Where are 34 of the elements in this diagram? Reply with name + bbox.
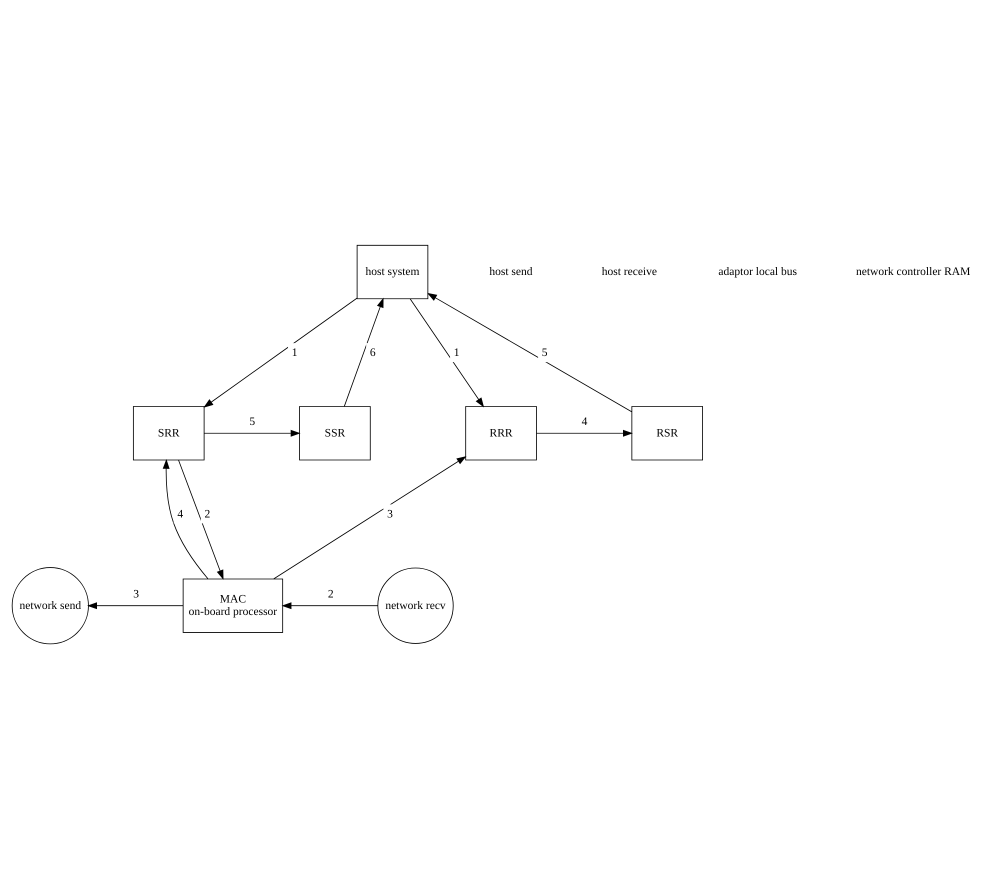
label: network controller RAM <box>856 266 970 278</box>
edge-label: 1 <box>454 346 460 359</box>
arrow <box>204 429 301 436</box>
arrow <box>410 298 484 407</box>
node-box: SRR <box>132 406 205 460</box>
arrow <box>273 456 466 579</box>
edge-label: 6 <box>370 346 376 359</box>
edge-label: 3 <box>133 588 139 600</box>
node-box: RRR <box>465 406 537 460</box>
arrow <box>178 459 224 580</box>
arrow <box>344 297 384 406</box>
arrow <box>427 292 632 412</box>
node-circle: network send <box>12 566 89 644</box>
arrow <box>87 602 184 609</box>
edge-label: 5 <box>249 415 256 428</box>
edge-label: 3 <box>387 508 393 520</box>
node-circle: network recv <box>377 567 454 644</box>
label: host send <box>489 266 532 278</box>
edge-label: 2 <box>204 508 210 520</box>
edge-label: 5 <box>542 346 548 359</box>
edge-label: 1 <box>292 346 298 359</box>
node-box: RSR <box>631 406 703 460</box>
arrow <box>536 429 633 436</box>
label: adaptor local bus <box>718 266 797 278</box>
arrow <box>203 297 358 408</box>
edge-label: 4 <box>582 415 588 428</box>
node-box: MAC on-board processor <box>182 578 284 632</box>
arrow <box>162 458 208 579</box>
label: host receive <box>602 266 658 278</box>
node-box: host system <box>356 244 428 299</box>
arrow <box>282 602 378 609</box>
edge-label: 4 <box>177 508 184 520</box>
node-box: SSR <box>299 406 371 460</box>
edge-label: 2 <box>328 588 334 600</box>
